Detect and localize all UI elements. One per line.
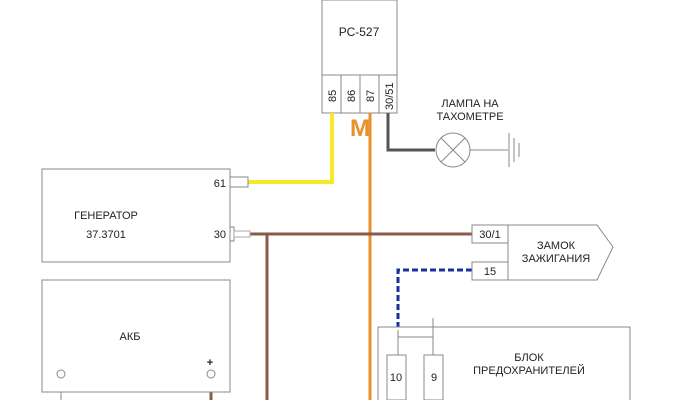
generator-pin-30-label: 30 [214,229,226,241]
generator-terminal-61 [229,176,249,188]
generator-pin-61-label: 61 [214,178,226,190]
generator-title: ГЕНЕРАТОР [74,210,138,222]
relay-pin-87: 87 [365,90,377,102]
generator-model: 37.3701 [86,229,126,241]
battery-body [41,279,231,393]
ignition-title-line2: ЗАЖИГАНИЯ [522,253,590,265]
wire-blue-15-to-fuse [396,268,472,330]
ignition-switch: 30/1 15 ЗАМОК ЗАЖИГАНИЯ [471,224,614,281]
fuse-block-title-line1: БЛОК [514,352,544,364]
battery-plus-terminal [206,369,216,379]
fuse-9 [423,354,444,400]
battery: АКБ + [41,279,231,393]
relay-pin-86: 86 [346,90,358,102]
lamp-label-line2: ТАХОМЕТРЕ [436,111,503,123]
fuse-block-body [377,326,631,400]
battery-minus-terminal [56,369,66,379]
relay-title: РС-527 [339,25,380,39]
fuse-10 [386,354,407,400]
battery-plus-label: + [207,357,213,369]
battery-title: АКБ [120,331,141,343]
generator-terminal-30 [229,226,235,242]
ignition-pin-15-box [471,261,509,281]
ignition-pin-15: 15 [484,266,496,278]
relay-pin-30-51: 30/51 [384,82,396,110]
tachometer-lamp: ЛАМПА НА ТАХОМЕТРЕ [435,98,520,168]
lamp-label-line1: ЛАМПА НА [441,98,499,110]
fuse-block: 10 9 БЛОК ПРЕДОХРАНИТЕЛЕЙ [377,318,631,400]
wire-dark-30-51-to-lamp [386,113,435,152]
relay-bridge-glyph: M [350,115,370,142]
fuse-10-label: 10 [390,372,402,384]
generator: ГЕНЕРАТОР 37.3701 61 30 [41,168,251,263]
ignition-pin-30-1-box [471,224,509,244]
relay-pc527: РС-527 85 86 87 30/51 M [321,0,398,142]
generator-body [41,168,231,263]
relay-pin-85: 85 [327,90,339,102]
fuse-block-title-line2: ПРЕДОХРАНИТЕЛЕЙ [473,364,585,377]
fuse-9-label: 9 [431,372,437,384]
relay-body [321,0,398,76]
wire-yellow-85-to-61 [248,113,334,184]
ground-icon [508,133,520,167]
ignition-title-line1: ЗАМОК [537,240,576,252]
ignition-pin-30-1: 30/1 [479,229,500,241]
